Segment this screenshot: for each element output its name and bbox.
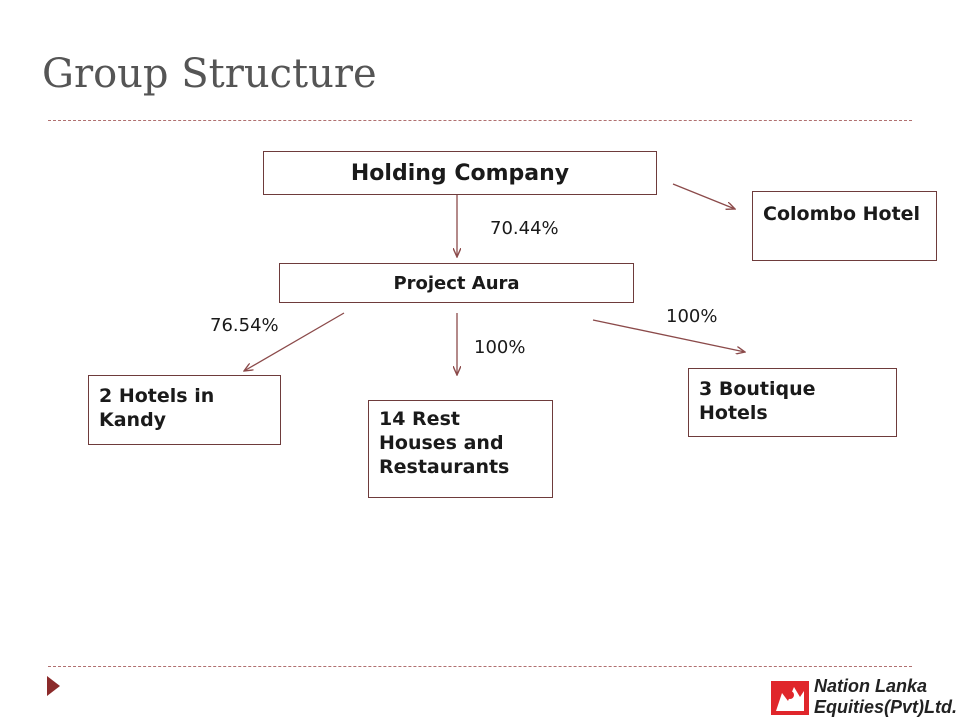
logo-line-2: Equities(Pvt)Ltd.: [814, 697, 957, 717]
label-holding-to-aura: 70.44%: [490, 218, 559, 239]
company-logo: Nation Lanka Equities(Pvt)Ltd.: [770, 675, 957, 717]
arrow-holding-to-colombo: [672, 183, 735, 209]
node-colombo-hotel: Colombo Hotel: [752, 191, 937, 261]
label-aura-to-boutique: 100%: [666, 306, 718, 327]
bottom-divider: [48, 666, 912, 667]
node-project-aura: Project Aura: [279, 263, 634, 303]
label-aura-to-kandy: 76.54%: [210, 315, 279, 336]
footer-triangle-icon: [47, 676, 60, 696]
arrow-aura-to-boutique: [592, 319, 745, 352]
logo-line-1: Nation Lanka: [814, 676, 928, 696]
slide-title: Group Structure: [42, 51, 377, 97]
node-rest-houses: 14 Rest Houses and Restaurants: [368, 400, 553, 498]
node-kandy-hotels: 2 Hotels in Kandy: [88, 375, 281, 445]
label-aura-to-rest: 100%: [474, 337, 526, 358]
node-boutique-hotels: 3 Boutique Hotels: [688, 368, 897, 437]
lion-emblem-icon: [771, 681, 809, 715]
arrow-aura-to-kandy: [244, 312, 345, 371]
node-holding-company: Holding Company: [263, 151, 657, 195]
top-divider: [48, 120, 912, 121]
